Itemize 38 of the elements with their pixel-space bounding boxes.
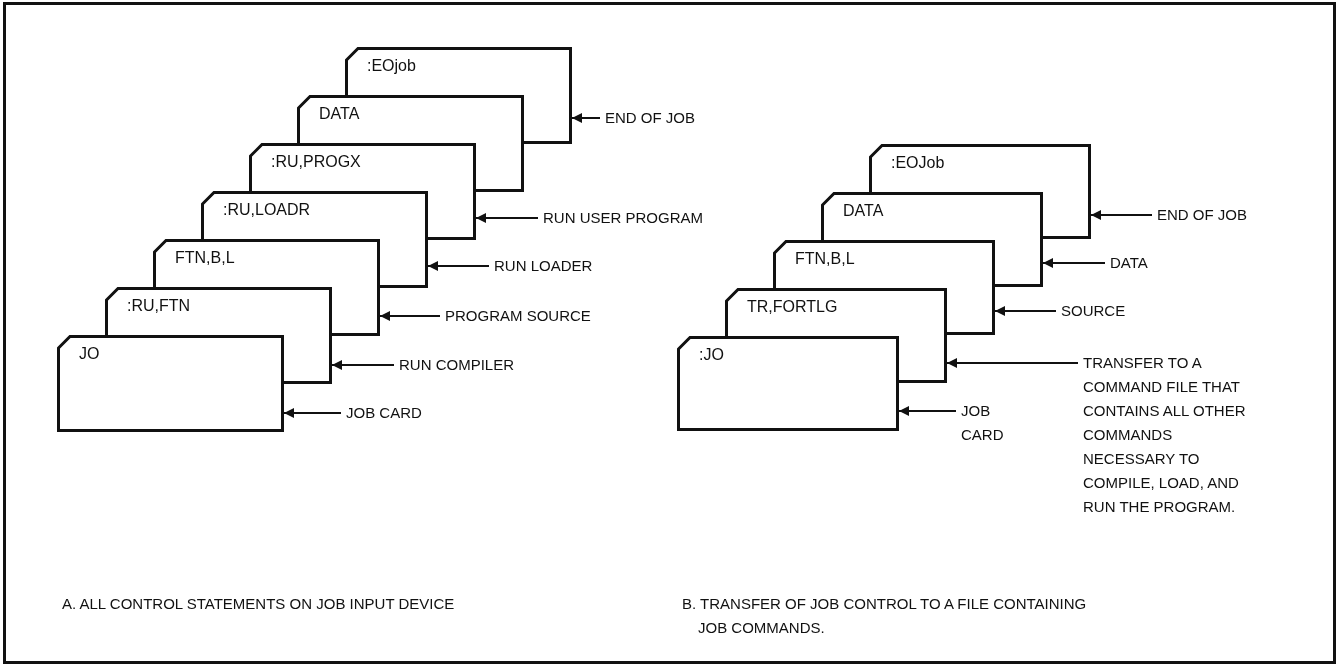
leader-arrow <box>283 408 342 418</box>
leader-arrow <box>331 360 395 370</box>
card-label: TR,FORTLG <box>747 298 838 316</box>
leader-arrow <box>1042 258 1106 268</box>
card-label: FTN,B,L <box>175 249 235 267</box>
callout-text: SOURCE <box>1061 299 1151 323</box>
punched-card <box>57 335 284 432</box>
callout-text: RUN COMPILER <box>399 353 559 377</box>
card-label: :RU,LOADR <box>223 201 311 219</box>
card-label: :EOjob <box>367 57 416 75</box>
card-label: FTN,B,L <box>795 250 855 268</box>
callout-text: DATA <box>1110 251 1190 275</box>
punched-card <box>677 336 899 431</box>
leader-arrow <box>898 406 957 416</box>
card-label: DATA <box>843 202 884 220</box>
callout-text: TRANSFER TO A COMMAND FILE THAT CONTAINS ALL OTHER COMMANDS NECESSARY TO COMPILE, LOAD, AND RUN THE PROGRAM. <box>1083 351 1255 519</box>
card-label: :JO <box>699 346 724 364</box>
callout-text: RUN USER PROGRAM <box>543 206 743 230</box>
card-label: :RU,PROGX <box>271 153 361 171</box>
card-label: DATA <box>319 105 360 123</box>
leader-arrow <box>946 358 1079 368</box>
leader-arrow <box>994 306 1057 316</box>
leader-arrow <box>1090 210 1153 220</box>
card-label: :RU,FTN <box>127 297 191 315</box>
figure-caption: B. TRANSFER OF JOB CONTROL TO A FILE CONTAINING JOB COMMANDS. <box>682 594 1088 638</box>
callout-text: JOB CARD <box>961 399 1021 447</box>
leader-arrow <box>475 213 539 223</box>
callout-text: RUN LOADER <box>494 254 654 278</box>
card-label: JO <box>79 345 100 363</box>
callout-text: JOB CARD <box>346 401 466 425</box>
leader-arrow <box>427 261 490 271</box>
callout-text: PROGRAM SOURCE <box>445 304 625 328</box>
leader-arrow <box>571 113 601 123</box>
callout-text: END OF JOB <box>1157 203 1317 227</box>
callout-text: END OF JOB <box>605 106 805 130</box>
figure-caption: A. ALL CONTROL STATEMENTS ON JOB INPUT DEVICE <box>62 594 456 614</box>
card-label: :EOJob <box>891 154 945 172</box>
leader-arrow <box>379 311 441 321</box>
